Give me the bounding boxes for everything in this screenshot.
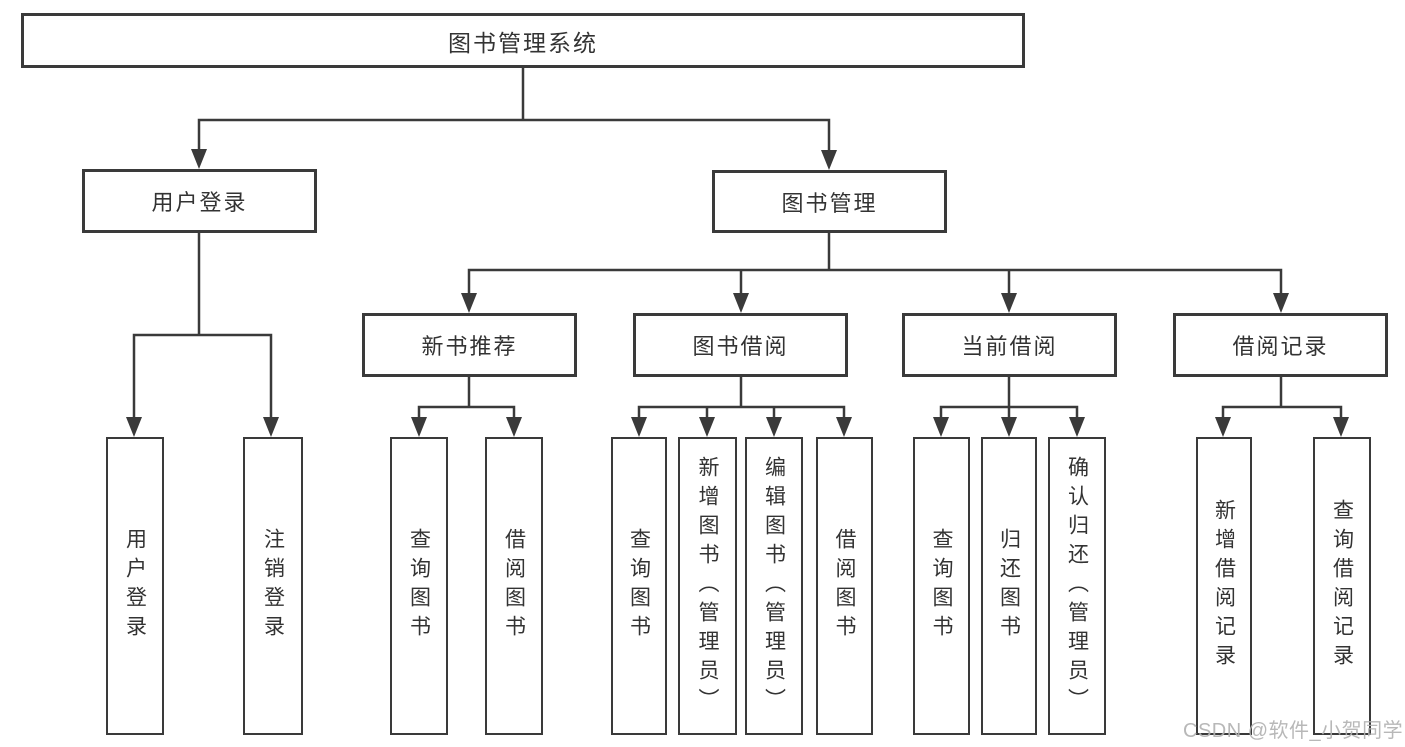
leaf-cb-return-books-label: 归还图书 <box>997 528 1021 644</box>
node-borrowing-records: 借阅记录 <box>1173 313 1388 377</box>
arrowheads-current-borrow <box>933 417 1085 437</box>
leaf-br-query-record: 查询借阅记录 <box>1313 437 1371 735</box>
node-system-root: 图书管理系统 <box>21 13 1025 68</box>
leaf-rec-query-books: 查询图书 <box>390 437 448 735</box>
leaf-bb-edit-books-label: 编辑图书（管理员） <box>762 455 786 717</box>
leaf-br-add-record: 新增借阅记录 <box>1196 437 1252 735</box>
node-book-management: 图书管理 <box>712 170 947 233</box>
leaf-br-add-record-label: 新增借阅记录 <box>1212 499 1236 673</box>
connector-user-login <box>132 231 273 422</box>
leaf-cb-confirm-return-label: 确认归还（管理员） <box>1065 455 1089 717</box>
leaf-rec-borrow-books-label: 借阅图书 <box>502 528 526 644</box>
node-new-book-recommend-label: 新书推荐 <box>421 334 518 359</box>
node-user-login-label: 用户登录 <box>151 190 248 215</box>
leaf-cb-query-books: 查询图书 <box>913 437 970 735</box>
arrowheads-book-borrow <box>631 417 852 437</box>
connector-book-mgmt <box>467 231 1283 298</box>
csdn-watermark: CSDN @软件_小贺同学 <box>1183 720 1404 742</box>
arrowheads-user-login <box>126 417 279 437</box>
arrowheads-borrow-records <box>1215 417 1349 437</box>
node-book-borrowing-label: 图书借阅 <box>692 334 789 359</box>
leaf-bb-edit-books: 编辑图书（管理员） <box>745 437 803 735</box>
leaf-bb-borrow-books-label: 借阅图书 <box>833 528 856 644</box>
leaf-br-query-record-label: 查询借阅记录 <box>1330 499 1354 673</box>
leaf-cb-return-books: 归还图书 <box>981 437 1037 735</box>
leaf-bb-add-books-label: 新增图书（管理员） <box>696 455 719 717</box>
connector-borrow-records <box>1221 375 1343 422</box>
leaf-rec-borrow-books: 借阅图书 <box>485 437 543 735</box>
node-current-borrowing: 当前借阅 <box>902 313 1117 377</box>
leaf-cb-confirm-return: 确认归还（管理员） <box>1048 437 1106 735</box>
connector-new-book-rec <box>417 375 516 422</box>
arrowheads-new-book-rec <box>411 417 522 437</box>
leaf-user-login: 用户登录 <box>106 437 164 735</box>
leaf-bb-query-books-label: 查询图书 <box>627 528 651 644</box>
node-user-login: 用户登录 <box>82 169 317 233</box>
leaf-bb-add-books: 新增图书（管理员） <box>678 437 737 735</box>
arrowheads-root <box>191 149 837 170</box>
leaf-rec-query-books-label: 查询图书 <box>407 528 431 644</box>
leaf-logout-label: 注销登录 <box>261 528 285 644</box>
arrowheads-book-mgmt <box>461 293 1289 313</box>
node-current-borrowing-label: 当前借阅 <box>961 334 1058 359</box>
leaf-logout: 注销登录 <box>243 437 303 735</box>
leaf-cb-query-books-label: 查询图书 <box>930 528 953 644</box>
node-book-management-label: 图书管理 <box>781 190 878 216</box>
node-new-book-recommend: 新书推荐 <box>362 313 577 377</box>
connector-book-borrow <box>637 375 846 422</box>
node-borrowing-records-label: 借阅记录 <box>1232 334 1329 359</box>
leaf-bb-borrow-books: 借阅图书 <box>816 437 873 735</box>
node-system-root-label: 图书管理系统 <box>448 29 598 56</box>
node-book-borrowing: 图书借阅 <box>633 313 848 377</box>
leaf-bb-query-books: 查询图书 <box>611 437 667 735</box>
leaf-user-login-label: 用户登录 <box>123 528 147 644</box>
connector-current-borrow <box>939 375 1079 422</box>
connector-root <box>197 66 831 155</box>
